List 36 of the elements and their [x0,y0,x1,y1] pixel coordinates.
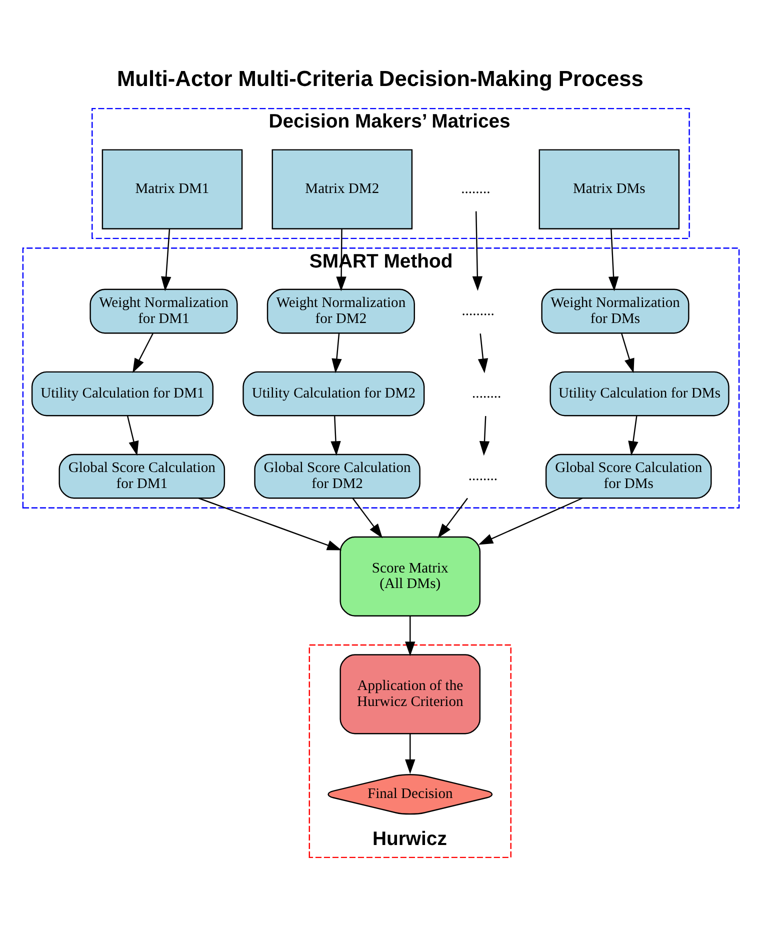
arrow [198,497,342,550]
node-box: Matrix DM2 [272,148,413,229]
node-box: Matrix DM1 [102,148,243,229]
arrow [126,415,139,456]
node-box: Weight Normalization for DMs [541,288,690,334]
node-text: ......... [462,302,494,319]
arrow [628,415,638,456]
arrow [405,734,416,774]
node-box: Global Score Calculation for DM2 [254,453,420,498]
arrow [479,416,490,456]
diagram-title: Multi-Actor Multi-Criteria Decision-Making Process [117,65,644,90]
node-text: ........ [468,468,498,484]
node-box: Utility Calculation for DM2 [242,370,425,416]
arrow [405,616,416,656]
arrow [478,332,488,373]
node-box: Global Score Calculation for DM1 [58,453,226,498]
node-box: Weight Normalization for DM2 [266,288,415,334]
node-text: ........ [461,180,490,197]
arrow [352,497,383,538]
arrow [332,332,342,373]
node-text: ........ [472,385,502,402]
node-box: Score Matrix (All DMs) [340,536,481,616]
arrow [330,416,341,456]
arrow [438,497,468,538]
node-box: Utility Calculation for DM1 [31,370,214,416]
arrow [161,228,172,291]
arrow [472,210,483,290]
arrow [478,497,583,544]
node-box: Application of the Hurwicz Criterion [340,654,481,734]
arrow [132,332,154,373]
arrow [608,228,619,291]
node-box: Matrix DMs [538,148,680,229]
arrow [621,332,634,373]
node-box: Weight Normalization for DM1 [90,288,238,334]
node-box: Utility Calculation for DMs [550,370,730,416]
node-box: Global Score Calculation for DMs [545,453,712,498]
